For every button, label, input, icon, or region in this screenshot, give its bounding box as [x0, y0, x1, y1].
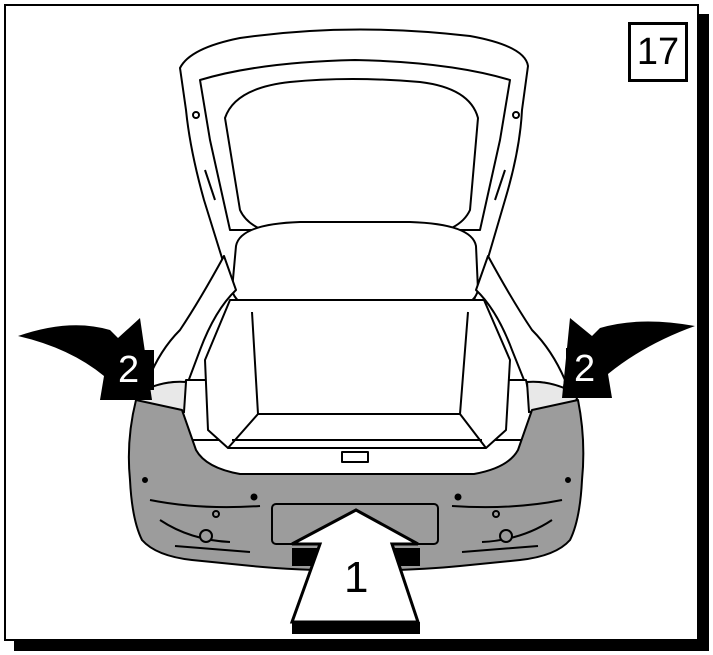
parcel-shelf [230, 221, 480, 313]
push-arrow-label: 1 [344, 553, 368, 602]
step-number-badge: 17 [628, 22, 688, 82]
left-pull-arrow [18, 318, 154, 400]
right-pull-arrow-label: 2 [574, 348, 595, 390]
push-arrow [289, 508, 421, 634]
left-pull-arrow-label: 2 [118, 349, 139, 391]
step-number: 17 [636, 30, 680, 73]
luggage-compartment [204, 299, 511, 463]
right-pull-arrow [562, 318, 695, 398]
